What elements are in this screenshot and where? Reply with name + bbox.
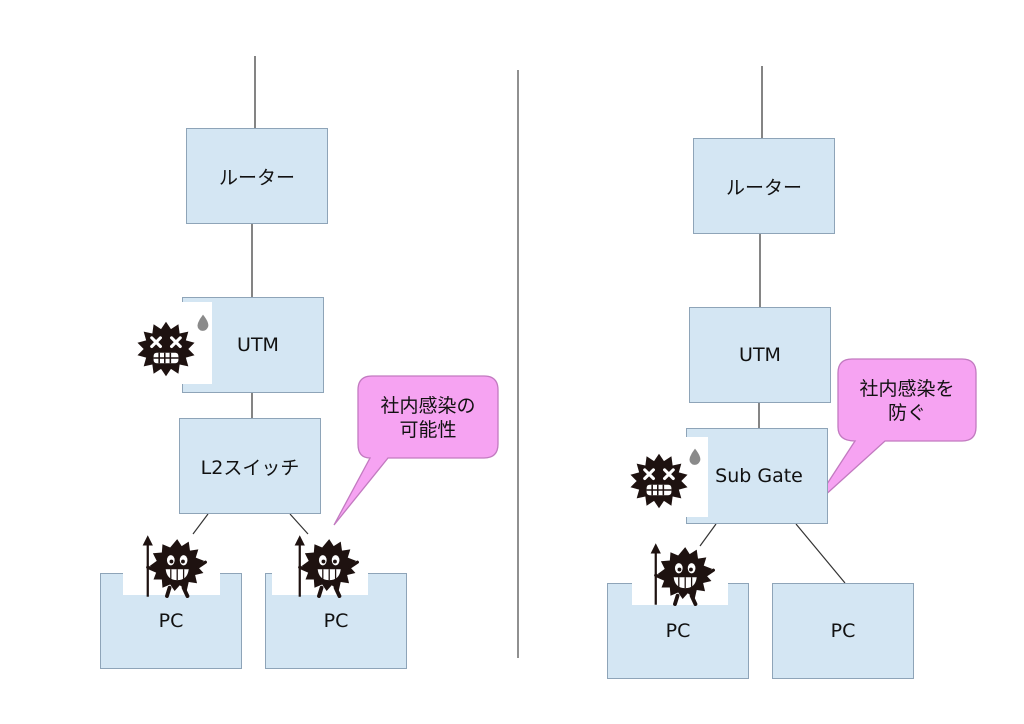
sweat-drop-icon	[194, 313, 212, 333]
virus-armed-icon	[284, 534, 368, 598]
right-subgate-pc1-link	[699, 523, 717, 547]
left-switch-pc1-link	[192, 513, 209, 535]
right-callout-text: 社内感染を 防ぐ	[859, 378, 955, 424]
left-callout-shape	[333, 375, 499, 526]
virus-dizzy-icon	[133, 318, 199, 380]
right-pc2-label: PC	[830, 620, 856, 642]
left-router-box: ルーター	[186, 128, 328, 224]
virus-dizzy-icon	[626, 450, 692, 512]
right-utm-label: UTM	[739, 344, 781, 366]
left-callout-text: 社内感染の 可能性	[380, 395, 476, 441]
left-switch-label: L2スイッチ	[200, 456, 300, 479]
virus-armed-icon	[132, 534, 216, 598]
left-router-label: ルーター	[218, 166, 295, 189]
left-switch-pc2-link	[289, 513, 309, 535]
right-router-box: ルーター	[693, 138, 835, 234]
right-utm-box: UTM	[689, 307, 831, 403]
right-pc2-box: PC	[772, 583, 914, 679]
sweat-drop-icon	[686, 447, 704, 467]
left-pc1-label: PC	[158, 610, 184, 632]
right-subgate-pc2-link	[795, 523, 846, 584]
right-router-label: ルーター	[725, 176, 802, 199]
left-pc2-label: PC	[323, 610, 349, 632]
right-subgate-label: Sub Gate	[715, 465, 803, 487]
right-subgate-box: Sub Gate	[686, 428, 828, 524]
right-pc1-label: PC	[665, 620, 691, 642]
virus-armed-icon	[640, 542, 724, 606]
right-callout-shape	[811, 358, 977, 508]
left-switch-box: L2スイッチ	[179, 418, 321, 514]
left-utm-label: UTM	[237, 334, 279, 356]
